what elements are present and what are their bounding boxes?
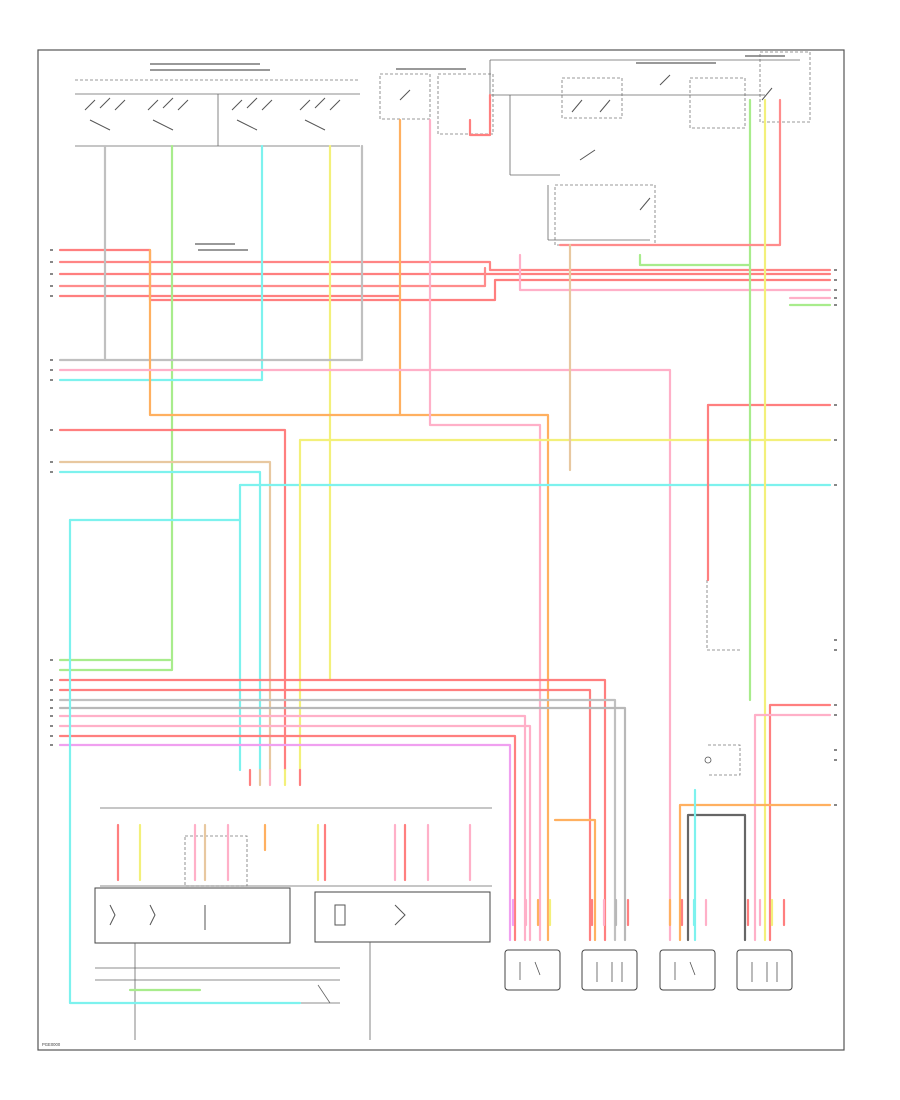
diagram-id: PGE0000 xyxy=(42,1042,61,1047)
o2-sensor-wires xyxy=(511,898,786,927)
wire-tan-left-3 xyxy=(58,460,272,772)
wire-violet-bl-8 xyxy=(58,743,512,942)
wire-gray-bl-4 xyxy=(58,706,627,942)
harness-connector-stubs xyxy=(248,768,302,787)
wire-red-bl-7 xyxy=(58,734,517,942)
wire-orange-o2-1 xyxy=(553,818,597,942)
wire-lt-green-sw2 xyxy=(58,144,174,672)
wire-lt-green-right xyxy=(638,98,752,267)
wire-red-1 xyxy=(58,248,832,302)
wire-red-relay xyxy=(468,93,492,137)
wire-orange-right-lower xyxy=(678,803,832,942)
wire-lt-blue-left-4 xyxy=(58,470,262,772)
wire-pink-left-1 xyxy=(58,368,672,942)
wire-gray-bl-3 xyxy=(58,698,617,942)
right-side-switch xyxy=(704,580,741,776)
wire-red-bl-1 xyxy=(58,678,607,942)
right-pin-marks xyxy=(834,269,837,806)
wire-red-right-lower xyxy=(768,703,832,942)
wire-pink-relay xyxy=(428,118,542,942)
oxygen-sensor-group xyxy=(504,949,793,991)
wire-red-4 xyxy=(58,266,487,288)
left-pin-marks xyxy=(50,249,53,746)
wire-gray-sw5 xyxy=(103,144,364,362)
wire-pink-bl-5 xyxy=(58,714,527,942)
wire-dark-right-lower xyxy=(686,813,747,942)
label-marks xyxy=(150,55,785,251)
wire-red-2 xyxy=(58,260,832,272)
wire-red-right-vert xyxy=(558,98,782,247)
wire-red-bl-2 xyxy=(58,688,592,942)
fuel-tank-sensor-group xyxy=(94,807,492,1040)
wire-lt-blue-fs-ground xyxy=(68,518,302,1005)
wire-pink-bl-6 xyxy=(58,724,532,942)
wire-gray-sw1 xyxy=(58,144,107,362)
diagram-border xyxy=(37,49,845,1051)
transmission-range-switch-group xyxy=(75,79,360,147)
wire-orange-drop xyxy=(398,413,550,942)
wire-harness xyxy=(58,93,832,1005)
top-relay-group xyxy=(379,51,811,246)
wire-orange-main xyxy=(148,118,402,417)
wire-pink-right-lower xyxy=(753,713,832,942)
wire-pink-top xyxy=(518,253,832,292)
wire-lt-blue-sw3 xyxy=(58,144,264,382)
wire-red-left-2 xyxy=(58,428,287,772)
